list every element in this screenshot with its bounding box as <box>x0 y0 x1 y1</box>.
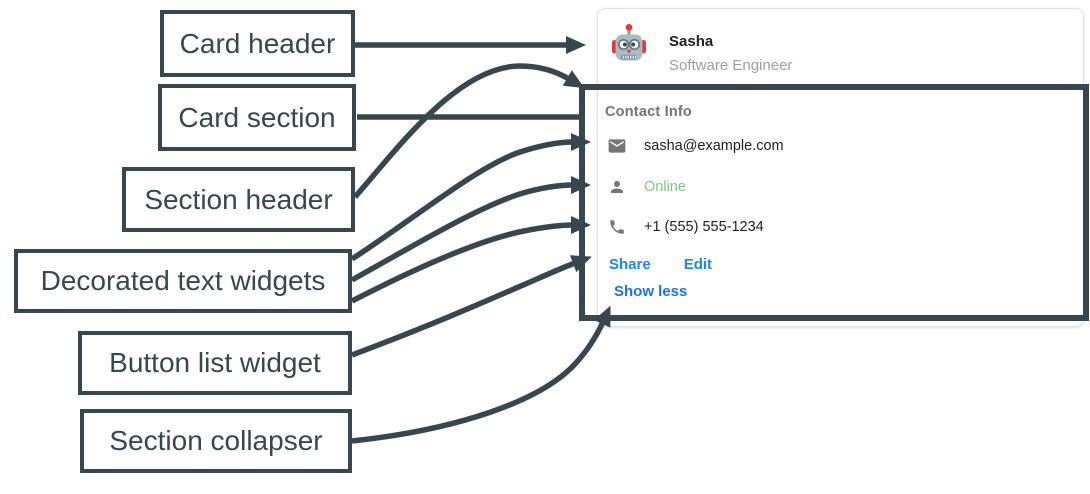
label-button-list-widget: Button list widget <box>78 331 352 395</box>
section-collapser-arrow <box>351 305 611 444</box>
label-card-header: Card header <box>160 10 355 77</box>
share-button[interactable]: Share <box>609 255 651 273</box>
mail-icon <box>606 136 628 156</box>
label-card-section: Card section <box>158 84 356 151</box>
phone-icon <box>606 218 628 236</box>
card-title: Sasha <box>669 33 714 50</box>
label-section-collapser: Section collapser <box>80 409 352 473</box>
card-header: Sasha Software Engineer <box>598 9 1083 85</box>
label-button-list-widget-text: Button list widget <box>109 347 321 378</box>
decorated-text-arrow-status <box>350 176 591 283</box>
label-card-header-text: Card header <box>179 27 336 59</box>
label-decorated-text-widgets-text: Decorated text widgets <box>40 265 326 296</box>
robot-avatar <box>612 23 646 67</box>
button-list-arrow <box>351 255 592 358</box>
email-text: sasha@example.com <box>644 138 784 154</box>
card-subtitle: Software Engineer <box>669 57 793 74</box>
profile-card: Sasha Software Engineer Contact Info sas… <box>597 8 1084 327</box>
button-list: Share Edit <box>609 254 712 274</box>
section-collapser-button[interactable]: Show less <box>614 283 688 300</box>
person-icon <box>606 178 628 196</box>
section-header: Contact Info <box>605 104 692 120</box>
decorated-text-arrow-phone <box>350 216 591 304</box>
label-section-header-text: Section header <box>144 183 333 215</box>
status-text: Online <box>644 179 686 195</box>
contact-row-email: sasha@example.com <box>606 135 784 157</box>
label-decorated-text-widgets: Decorated text widgets <box>14 249 352 313</box>
label-section-header: Section header <box>122 167 355 232</box>
section-header-arrow <box>352 63 585 199</box>
decorated-text-arrow-email <box>350 133 591 262</box>
contact-row-phone: +1 (555) 555-1234 <box>606 216 764 238</box>
edit-button[interactable]: Edit <box>683 255 713 273</box>
contact-row-status: Online <box>606 176 686 198</box>
phone-text: +1 (555) 555-1234 <box>644 219 764 235</box>
label-card-section-text: Card section <box>178 101 336 133</box>
label-section-collapser-text: Section collapser <box>109 425 323 456</box>
